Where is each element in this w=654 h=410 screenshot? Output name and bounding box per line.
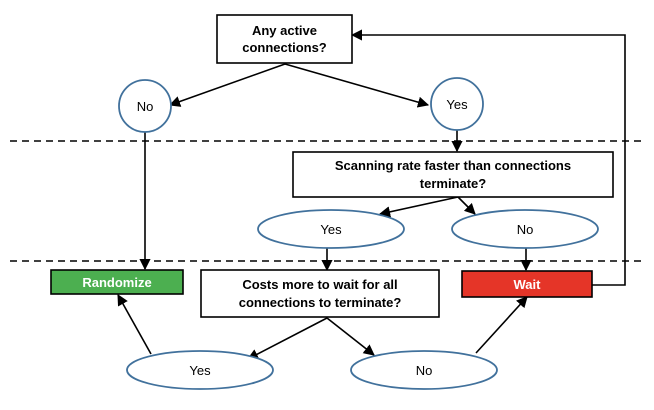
q3-line-1: Costs more to wait for all <box>242 277 397 292</box>
edge-yes-to-randomize <box>117 294 152 355</box>
edge-no-to-wait-up <box>475 296 528 354</box>
answer-yes-scanning: Yes <box>257 209 405 249</box>
question-scanning-rate: Scanning rate faster than connections te… <box>292 151 614 198</box>
connectors <box>117 29 626 360</box>
q1-line-2: connections? <box>242 40 327 55</box>
edge-q1-to-yes <box>284 63 430 108</box>
question-costs-more: Costs more to wait for all connections t… <box>200 269 440 318</box>
answer-yes-active: Yes <box>430 77 484 131</box>
answer-no-active: No <box>118 79 172 133</box>
edge-q1-to-no <box>168 63 286 107</box>
action-wait: Wait <box>461 270 593 298</box>
edge-q3-to-no <box>326 317 375 356</box>
q3-no-label: No <box>416 363 433 378</box>
q2-line-2: terminate? <box>420 176 487 191</box>
q1-line-1: Any active <box>252 23 317 38</box>
q1-no-label: No <box>137 99 154 114</box>
randomize-label: Randomize <box>82 275 151 290</box>
q3-yes-label: Yes <box>189 363 211 378</box>
answer-no-costs: No <box>350 350 498 390</box>
answer-no-scanning: No <box>451 209 599 249</box>
wait-label: Wait <box>514 277 542 292</box>
edge-q2-to-no <box>457 196 476 215</box>
question-active-connections: Any active connections? <box>216 14 353 64</box>
q2-yes-label: Yes <box>320 222 342 237</box>
edge-q2-to-yes <box>378 196 459 218</box>
edge-wait-loop-back <box>350 29 626 286</box>
answer-yes-costs: Yes <box>126 350 274 390</box>
edge-q3-to-yes <box>247 317 328 360</box>
q2-line-1: Scanning rate faster than connections <box>335 158 571 173</box>
q3-line-2: connections to terminate? <box>239 295 402 310</box>
q1-yes-label: Yes <box>446 97 468 112</box>
action-randomize: Randomize <box>50 269 184 295</box>
q2-no-label: No <box>517 222 534 237</box>
